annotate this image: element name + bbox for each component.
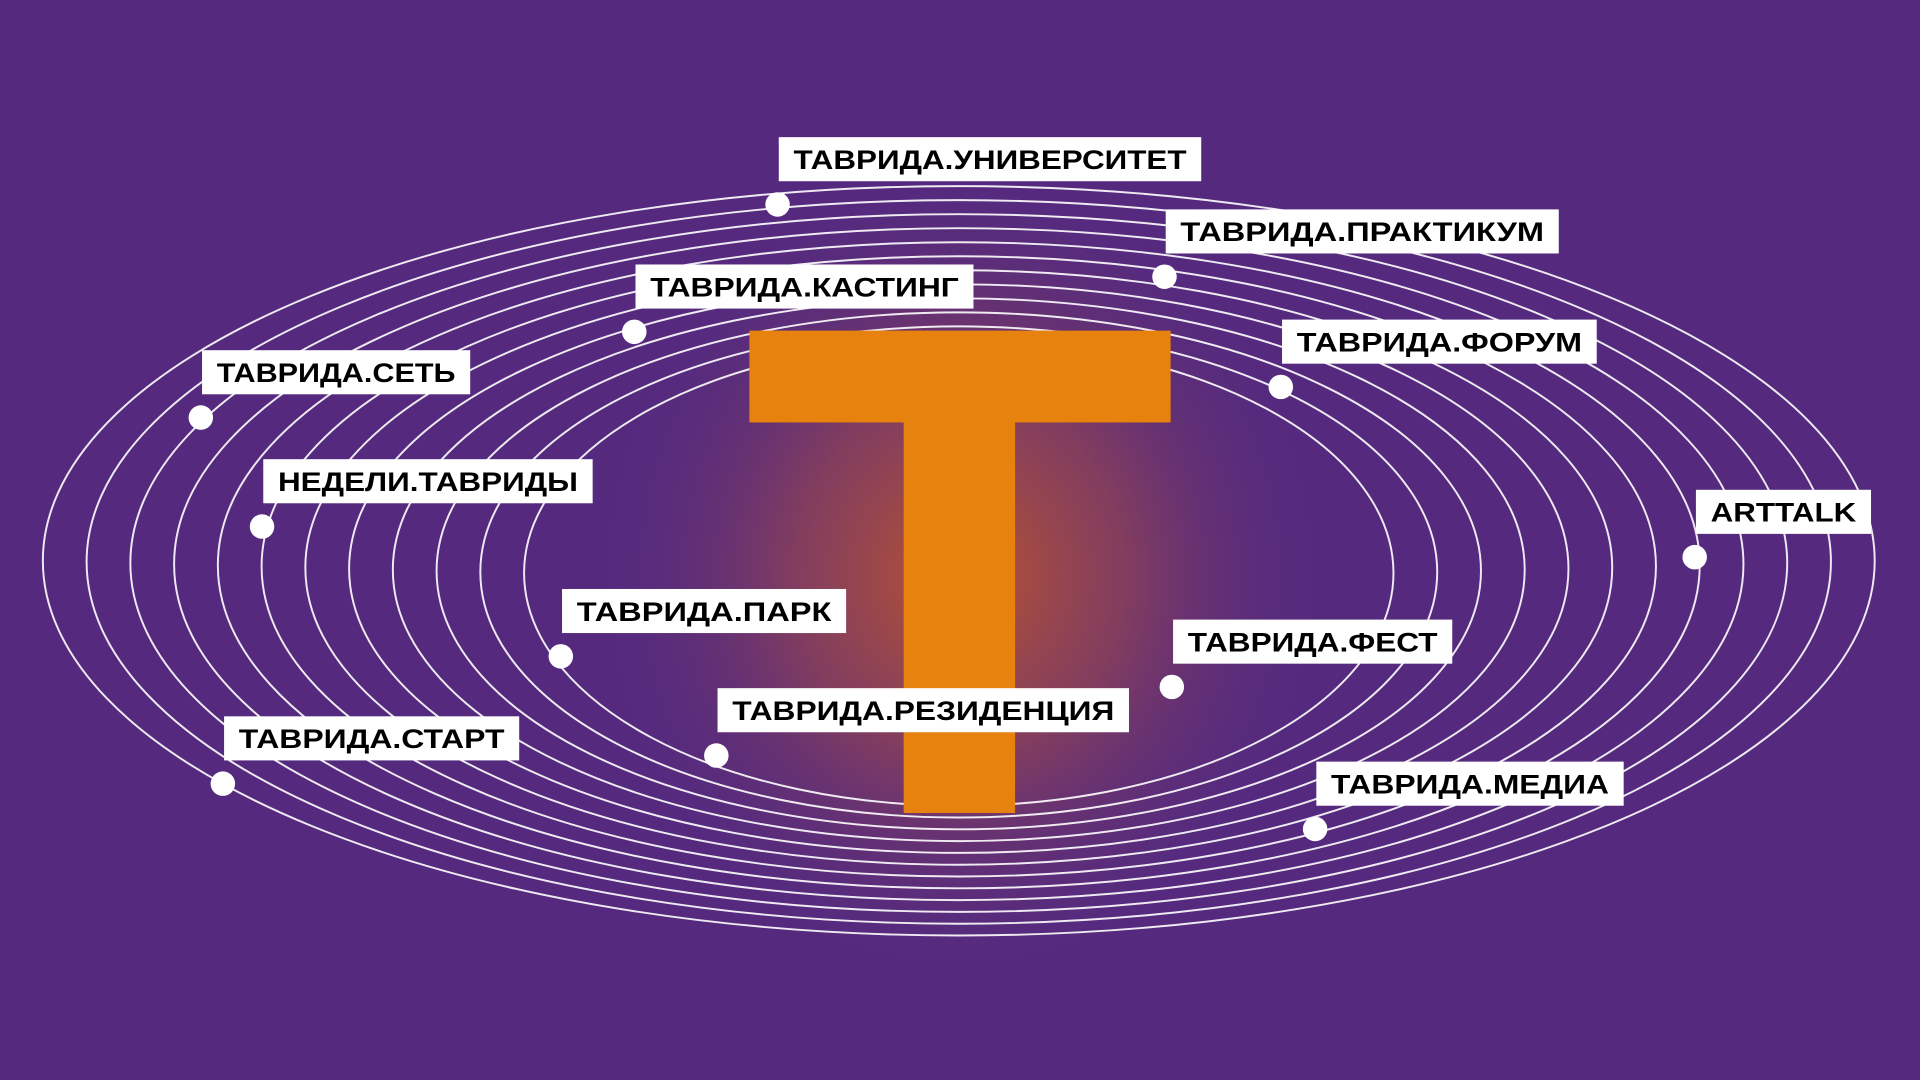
label-box xyxy=(635,264,974,309)
orbit-dot xyxy=(765,192,790,217)
program-label: ТАВРИДА.СЕТЬ xyxy=(202,350,471,395)
orbit-dot xyxy=(622,319,647,345)
orbit-ring xyxy=(85,199,1832,925)
label-text: ТАВРИДА.СТАРТ xyxy=(239,724,505,754)
label-text: ТАВРИДА.КАСТИНГ xyxy=(650,272,959,302)
t-logo xyxy=(749,330,1171,814)
program-label: ТАВРИДА.СТАРТ xyxy=(224,716,520,761)
label-box xyxy=(1165,209,1559,254)
label-text: ARTTALK xyxy=(1711,498,1857,528)
label-box xyxy=(1316,761,1624,806)
label-box xyxy=(263,459,593,504)
orbit-ring xyxy=(479,325,1439,819)
orbit-dot xyxy=(1302,816,1328,842)
orbit-ring xyxy=(173,227,1745,902)
orbit-dot xyxy=(1268,374,1294,400)
label-text: ТАВРИДА.РЕЗИДЕНЦИЯ xyxy=(732,696,1114,726)
label-text: ТАВРИДА.ФОРУМ xyxy=(1297,327,1582,357)
orbit-dot xyxy=(704,743,729,768)
label-text: ТАВРИДА.ПАРК xyxy=(577,597,832,627)
program-label: ТАВРИДА.ПРАКТИКУМ xyxy=(1165,209,1559,254)
orbit-dot xyxy=(1159,674,1185,700)
orbit-ring xyxy=(435,311,1482,831)
program-label: ТАВРИДА.УНИВЕРСИТЕТ xyxy=(778,137,1202,182)
label-text: ТАВРИДА.СЕТЬ xyxy=(217,358,456,388)
label-text: ТАВРИДА.ФЕСТ xyxy=(1188,627,1438,657)
orbit-dot xyxy=(1682,544,1707,570)
label-box xyxy=(1173,619,1453,664)
program-label: ТАВРИДА.ФЕСТ xyxy=(1173,619,1453,664)
label-box xyxy=(202,350,471,395)
orbit-dot xyxy=(210,771,236,796)
program-label: ТАВРИДА.КАСТИНГ xyxy=(635,264,974,309)
label-text: ТАВРИДА.ПРАКТИКУМ xyxy=(1180,217,1544,247)
orbit-ring xyxy=(41,185,1876,937)
label-box xyxy=(1695,489,1872,534)
program-label: ТАВРИДА.ПАРК xyxy=(562,588,847,634)
labels: ТАВРИДА.УНИВЕРСИТЕТ ТАВРИДА.ПРАКТИКУМ ТАВР… xyxy=(188,137,1872,842)
label-box xyxy=(778,137,1202,182)
label-text: ТАВРИДА.МЕДИА xyxy=(1331,769,1609,799)
program-label: ТАВРИДА.МЕДИА xyxy=(1316,761,1624,806)
orbit-ring xyxy=(260,255,1657,878)
label-box xyxy=(562,588,847,634)
orbit-dot xyxy=(188,405,214,430)
label-text: ТАВРИДА.УНИВЕРСИТЕТ xyxy=(793,145,1187,175)
label-box xyxy=(224,716,520,761)
program-label: ARTTALK xyxy=(1695,489,1872,534)
program-label: ТАВРИДА.РЕЗИДЕНЦИЯ xyxy=(717,688,1129,733)
program-label: ТАВРИДА.ФОРУМ xyxy=(1282,319,1597,364)
orbit-dot xyxy=(548,644,574,669)
label-box xyxy=(717,688,1129,733)
orbit-ring xyxy=(129,213,1789,913)
orbit-dot xyxy=(249,514,275,539)
orbit-dot xyxy=(1152,264,1177,289)
program-label: НЕДЕЛИ.ТАВРИДЫ xyxy=(263,459,593,504)
label-text: НЕДЕЛИ.ТАВРИДЫ xyxy=(278,467,578,497)
label-box xyxy=(1282,319,1597,364)
